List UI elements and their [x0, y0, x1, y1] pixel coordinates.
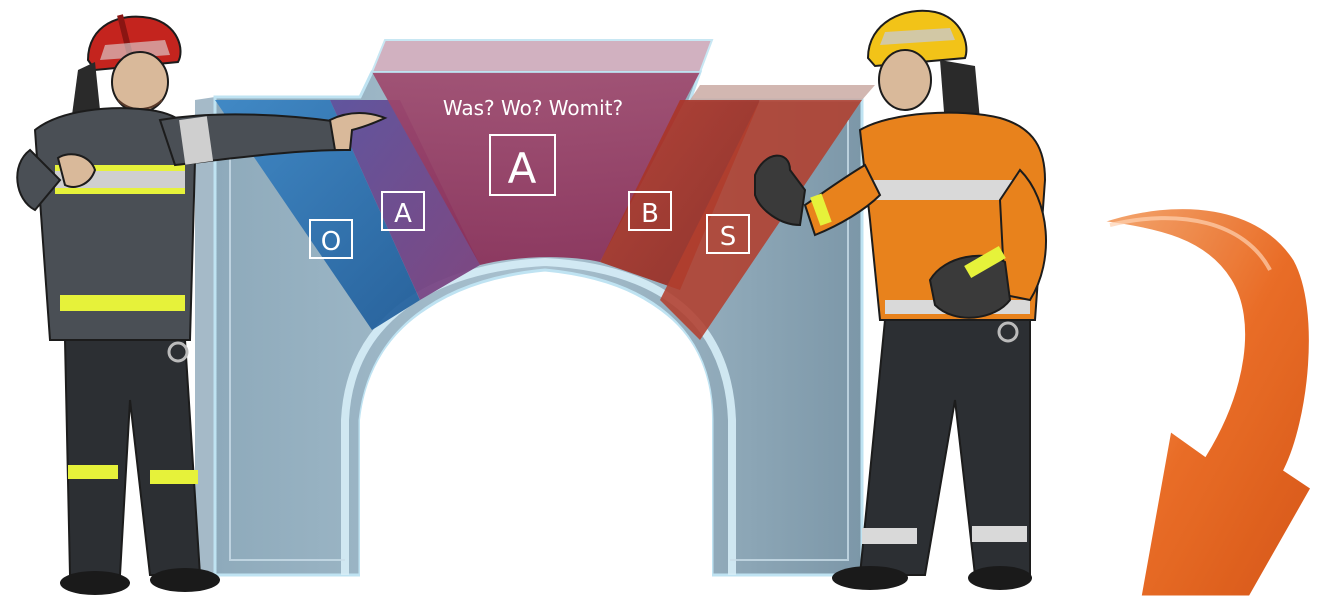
letter-s: S: [720, 222, 737, 252]
right-top-face: [690, 85, 875, 100]
arch-left-pillar: [195, 97, 215, 580]
keystone-top-face: [372, 40, 712, 72]
letter-a-small: A: [394, 199, 412, 229]
arch-title: Was? Wo? Womit?: [443, 96, 623, 120]
curved-arrow-icon: [1100, 208, 1312, 597]
arch-opening: [360, 276, 712, 597]
letter-o: O: [321, 227, 341, 257]
letter-a-center: A: [508, 144, 537, 193]
letter-b: B: [641, 199, 659, 229]
